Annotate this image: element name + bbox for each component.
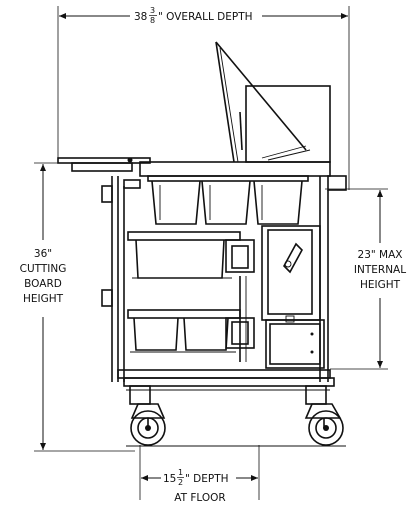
cutting-board [57, 157, 151, 172]
internal-height-value: 23" MAX [358, 249, 403, 261]
cart-body [57, 41, 347, 447]
internal-height-line2: INTERNAL [354, 264, 406, 276]
depth-at-floor-label: " DEPTH [185, 473, 229, 485]
top-pans [147, 175, 309, 225]
front-frame [101, 176, 141, 382]
cutting-board-height-line4: HEIGHT [23, 293, 64, 305]
overall-depth-label: " OVERALL DEPTH [158, 11, 253, 23]
overall-depth-whole: 38 [134, 11, 147, 23]
rear-caster [304, 403, 344, 446]
rear-compartment [261, 225, 325, 369]
depth-at-floor-line2: AT FLOOR [174, 492, 225, 504]
rear-handle [327, 175, 347, 191]
lower-pans [127, 309, 255, 353]
internal-height-dimension: 23" MAX INTERNAL HEIGHT [325, 188, 406, 370]
middle-pan [127, 231, 255, 279]
overall-depth-numerator: 3 [150, 6, 155, 15]
overall-depth-denominator: 8 [150, 16, 155, 25]
front-caster [130, 403, 166, 446]
depth-at-floor-whole: 15 [163, 473, 176, 485]
overall-depth-dimension: 38 3 8 " OVERALL DEPTH [57, 6, 350, 190]
depth-at-floor-denominator: 2 [178, 478, 183, 487]
depth-at-floor-numerator: 1 [178, 468, 183, 477]
cutting-board-height-dimension: 36" CUTTING BOARD HEIGHT [20, 162, 135, 452]
depth-at-floor-dimension: 15 1 2 " DEPTH AT FLOOR [139, 445, 260, 504]
cutting-board-height-line3: BOARD [24, 278, 62, 290]
internal-height-line3: HEIGHT [360, 279, 401, 291]
cart-base [117, 369, 335, 405]
cutting-board-height-value: 36" [34, 248, 52, 260]
hinged-lid [215, 41, 331, 163]
cutting-board-height-line2: CUTTING [20, 263, 67, 275]
top-rail [139, 161, 331, 177]
